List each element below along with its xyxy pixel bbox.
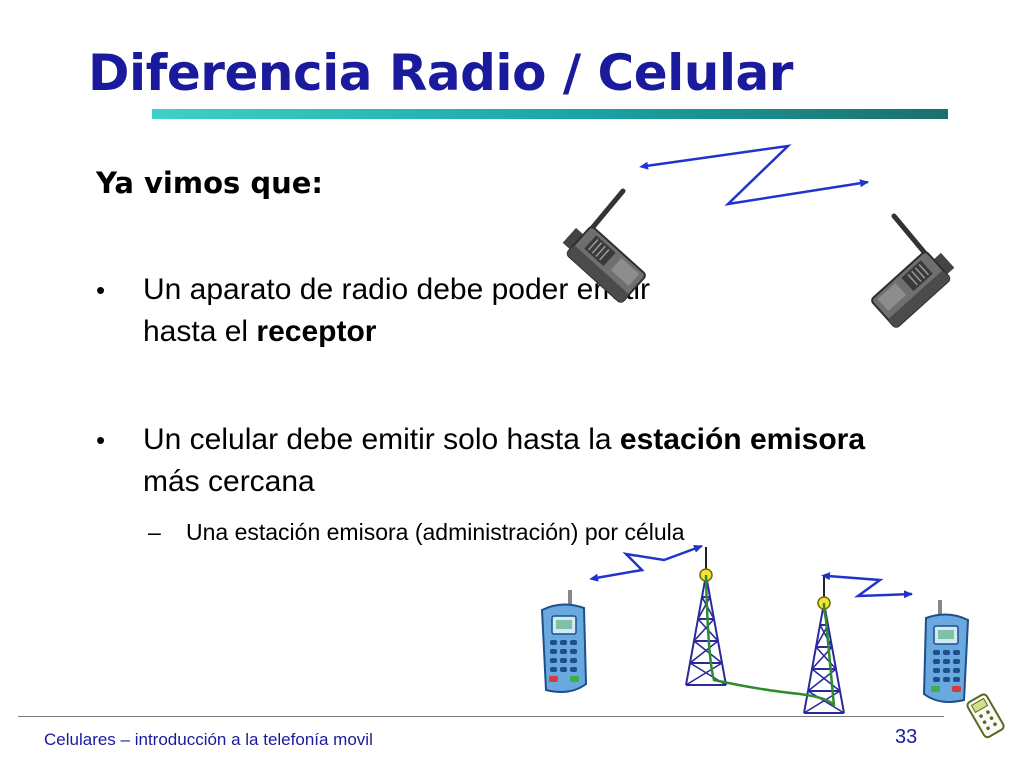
bullet-radio: • Un aparato de radio debe poder emitir … bbox=[96, 269, 696, 353]
lightning-signal-icon bbox=[589, 544, 703, 582]
walkie-talkie-icon bbox=[563, 191, 647, 303]
tower-cable bbox=[704, 574, 836, 707]
sub-bullet-text: Una estación emisora (administración) po… bbox=[186, 519, 685, 545]
footer-divider bbox=[18, 716, 944, 717]
intro-text: Ya vimos que: bbox=[96, 166, 324, 200]
lightning-signal-icon bbox=[639, 144, 869, 206]
bullet-text-tail: más cercana bbox=[143, 465, 315, 498]
bullet-text-bold: estación emisora bbox=[619, 423, 866, 456]
cellphone-icon bbox=[923, 599, 969, 703]
slide-title: Diferencia Radio / Celular bbox=[88, 44, 793, 102]
lightning-signal-icon bbox=[821, 572, 913, 599]
bullet-cellular: • Un celular debe emitir solo hasta la e… bbox=[96, 419, 896, 503]
cellphone-icon bbox=[541, 589, 587, 693]
bullet-dot: • bbox=[96, 275, 106, 305]
antenna-tower-icon bbox=[803, 574, 845, 714]
sub-bullet-dash: – bbox=[148, 519, 161, 545]
footer-text: Celulares – introducción a la telefonía … bbox=[44, 730, 373, 749]
page-number: 33 bbox=[895, 726, 918, 748]
bullet-text-plain: Un celular debe emitir solo hasta la bbox=[143, 423, 620, 456]
walkie-talkie-icon bbox=[871, 216, 955, 328]
bullet-text: Un aparato de radio debe poder emitir ha… bbox=[143, 269, 696, 353]
sub-bullet: – Una estación emisora (administración) … bbox=[148, 516, 706, 548]
bullet-dot: • bbox=[96, 425, 106, 455]
antenna-tower-icon bbox=[685, 546, 727, 686]
corner-phone-icon bbox=[966, 693, 1005, 739]
bullet-text-plain: Un aparato de radio debe poder emitir ha… bbox=[143, 273, 650, 348]
title-underline-bar bbox=[152, 109, 948, 119]
bullet-text-bold: receptor bbox=[256, 315, 377, 348]
bullet-text: Un celular debe emitir solo hasta la est… bbox=[143, 419, 896, 503]
